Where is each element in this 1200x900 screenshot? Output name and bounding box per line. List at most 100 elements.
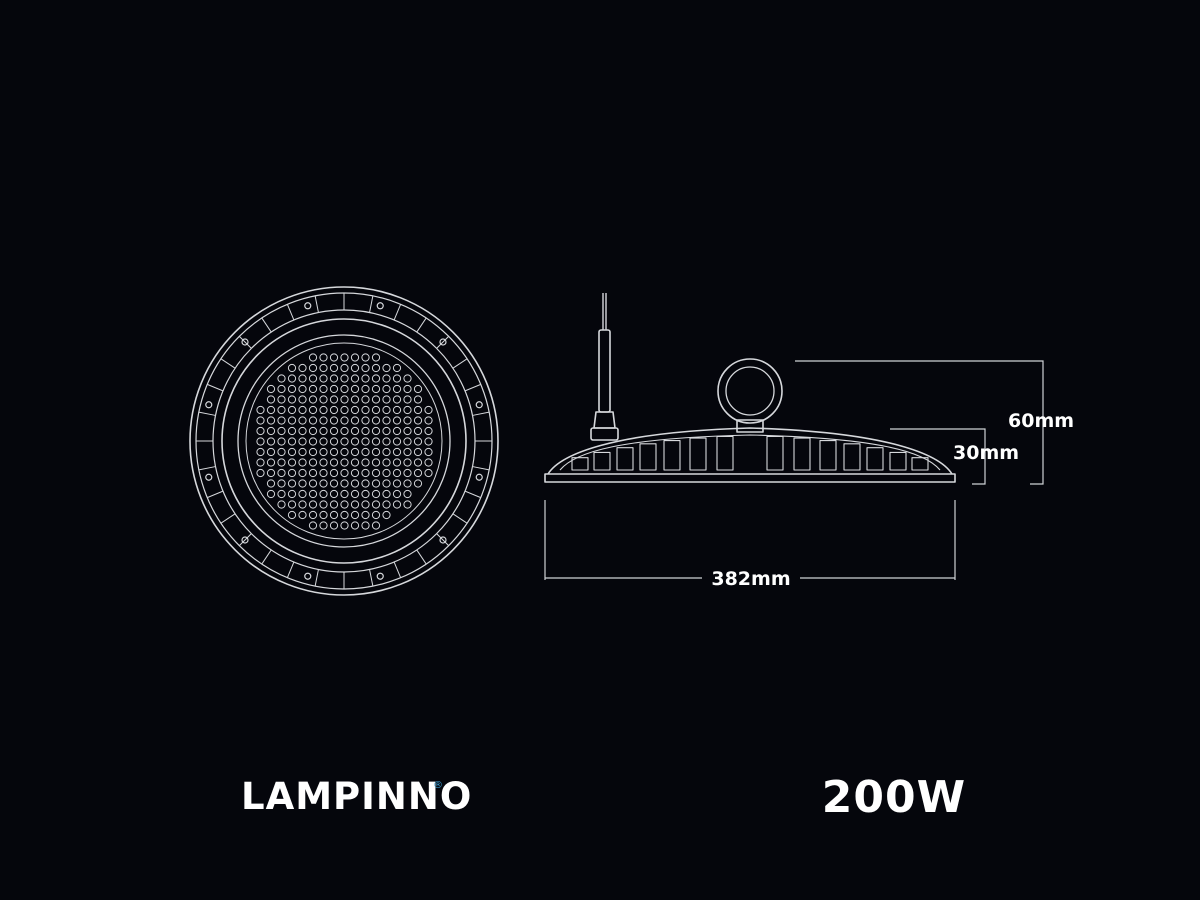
led-chip: [371, 384, 381, 394]
side-fin: [571, 457, 589, 471]
rim-screw: [241, 536, 249, 544]
led-chip: [382, 489, 391, 499]
led-chip: [392, 479, 402, 488]
led-chip: [424, 426, 433, 436]
led-chip: [266, 468, 276, 478]
fin-ring-inner: [212, 309, 476, 573]
led-chip: [319, 489, 328, 499]
rim-segment-tick: [261, 317, 272, 333]
led-chip: [371, 353, 381, 362]
outer-rim: [189, 286, 499, 596]
led-chip: [298, 416, 307, 425]
led-chip: [413, 468, 423, 478]
rim-screw: [475, 473, 483, 481]
led-chip: [350, 458, 360, 467]
led-chip: [329, 521, 339, 530]
led-chip: [277, 447, 286, 457]
rim-segment-tick: [472, 466, 490, 471]
led-chip: [298, 374, 307, 383]
rim-segment-tick: [198, 411, 216, 416]
led-chip: [382, 437, 391, 446]
led-chip: [266, 405, 276, 415]
led-chip: [392, 395, 402, 404]
led-chip: [266, 416, 276, 425]
dim-60-line: [795, 360, 1044, 485]
led-chip: [319, 510, 328, 520]
rim-segment-tick: [416, 549, 427, 565]
led-chip: [277, 395, 286, 404]
led-chip: [266, 489, 276, 499]
led-chip: [298, 447, 307, 457]
led-chip: [308, 468, 318, 478]
rim-screw: [439, 338, 447, 346]
led-chip: [277, 500, 286, 509]
led-chip: [298, 468, 307, 478]
led-chip: [392, 426, 402, 436]
led-chip: [371, 437, 381, 446]
led-chip: [392, 447, 402, 457]
led-chip: [329, 489, 339, 499]
led-chip: [319, 500, 328, 509]
led-chip: [287, 500, 297, 509]
led-chip: [403, 416, 412, 425]
led-chip: [340, 510, 349, 520]
side-fin: [793, 437, 811, 471]
led-chip: [371, 479, 381, 488]
wattage-label: 200W: [822, 772, 966, 823]
led-chip: [424, 405, 433, 415]
led-chip: [340, 363, 349, 373]
led-chip: [329, 374, 339, 383]
led-chip: [382, 468, 391, 478]
led-chip: [256, 437, 265, 446]
led-chip: [361, 405, 370, 415]
led-chip: [329, 458, 339, 467]
led-chip: [266, 384, 276, 394]
led-chip: [382, 363, 391, 373]
led-chip: [361, 363, 370, 373]
led-chip: [329, 405, 339, 415]
brand-logo: LAMPINNO ®: [241, 775, 472, 818]
led-chip: [266, 447, 276, 457]
led-chip: [424, 447, 433, 457]
led-chip: [319, 479, 328, 488]
led-chip: [329, 353, 339, 362]
led-chip: [424, 468, 433, 478]
led-chip: [308, 500, 318, 509]
led-chip: [403, 468, 412, 478]
led-chip: [266, 426, 276, 436]
led-chip: [382, 510, 391, 520]
led-chip: [350, 500, 360, 509]
led-chip: [340, 405, 349, 415]
led-chip: [403, 500, 412, 509]
led-chip: [371, 395, 381, 404]
rim-segment-tick: [238, 533, 252, 547]
led-chip: [361, 437, 370, 446]
led-chip: [340, 500, 349, 509]
hanging-ring: [717, 358, 783, 433]
led-chip: [413, 437, 423, 446]
led-chip: [277, 458, 286, 467]
side-fin: [593, 451, 611, 471]
led-chip: [298, 384, 307, 394]
rim-segment-tick: [452, 358, 468, 369]
rim-screws: [205, 302, 483, 580]
led-chip: [277, 437, 286, 446]
brand-name: LAMPINNO: [241, 775, 472, 818]
led-chip: [340, 416, 349, 425]
rim-screw: [241, 338, 249, 346]
led-chip: [287, 395, 297, 404]
led-chip: [403, 489, 412, 499]
led-chip: [266, 395, 276, 404]
side-fin: [819, 440, 837, 471]
rim-segment-tick: [198, 466, 216, 471]
led-array: [256, 353, 433, 530]
led-chip: [298, 363, 307, 373]
rim-segment-tick: [452, 513, 468, 524]
led-chip: [319, 458, 328, 467]
rim-segment-tick: [238, 335, 252, 349]
led-chip: [350, 363, 360, 373]
led-chip: [371, 489, 381, 499]
front-view-drawing: [189, 286, 499, 596]
led-chip: [382, 395, 391, 404]
led-chip: [340, 374, 349, 383]
